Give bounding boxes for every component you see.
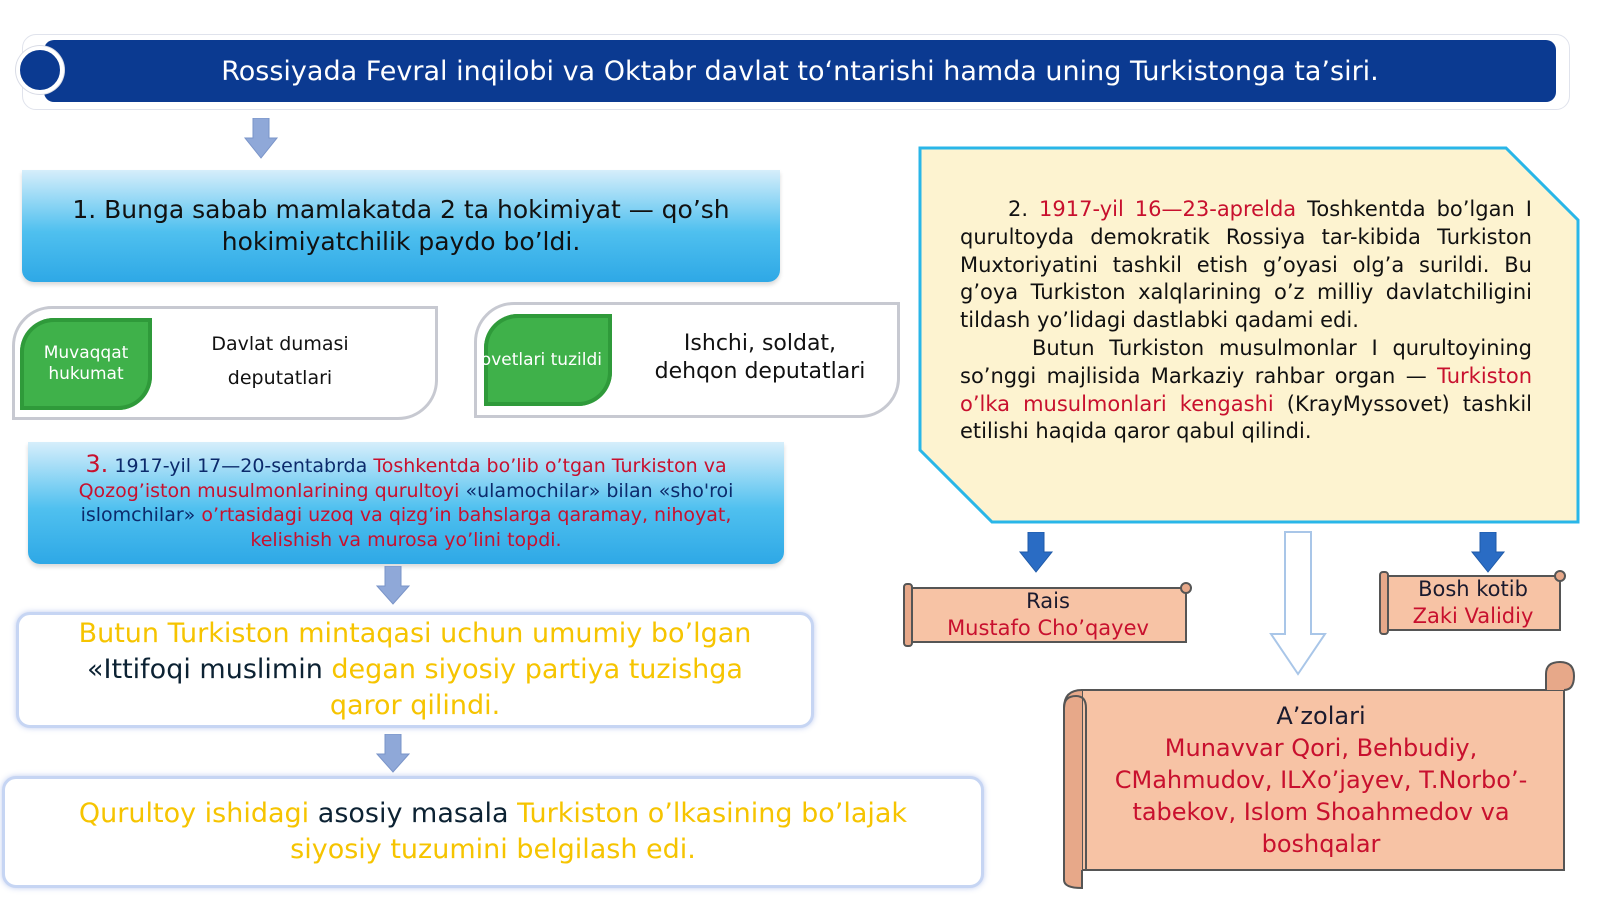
third-congress-box: 3. 1917-yil 17—20-sentabrda Toshkentda b…	[28, 442, 784, 564]
third-red-text-1: Toshkentda bo’lib o’tgan Turkiston va Qo…	[78, 455, 727, 502]
duma-line1: Davlat dumasi	[211, 333, 349, 355]
muvaqqat-hukumat-badge: Muvaqqat hukumat	[20, 318, 152, 410]
party-text-2: degan siyosiy partiya tuzishga qaror qil…	[329, 654, 743, 721]
kotib-box: Bosh kotib Zaki Validiy	[1386, 576, 1560, 630]
sovetlari-badge: Sovetlari tuzildi	[484, 314, 612, 406]
down-arrow-icon	[1018, 532, 1054, 573]
issue-text-1: Qurultoy ishidagi	[78, 798, 310, 829]
party-name: «Ittifoqi muslimin	[87, 654, 323, 685]
issue-text-2: Turkiston o’lkasining bo’lajak siyosiy t…	[290, 798, 908, 865]
kotib-scroll-frame	[1379, 570, 1566, 635]
rais-name: Mustafo Cho’qayev	[947, 616, 1149, 640]
azolari-box: A’zolari Munavvar Qori, Behbudiy, CMahmu…	[1096, 700, 1546, 860]
third-red-text-2: o’rtasidagi uzoq va qizg’in bahslarga qa…	[201, 504, 732, 551]
deputies-label: Ishchi, soldat, dehqon deputatlari	[654, 331, 866, 384]
cause-box: 1. Bunga sabab mamlakatda 2 ta hokimiyat…	[22, 170, 780, 282]
rais-scroll-frame	[903, 582, 1192, 647]
third-mid-text: «ulamochilar» bilan «sho'roi islomchilar…	[80, 479, 734, 527]
issue-keyword: asosiy masala	[317, 798, 509, 829]
deputies-text: Ishchi, soldat, dehqon deputatlari	[640, 322, 880, 394]
kraymyssovet-name: Turkiston o’lka musulmonlari kengashi	[960, 363, 1533, 416]
autonomy-box-shape	[918, 146, 1580, 524]
down-arrow-icon	[375, 566, 411, 605]
kotib-name: Zaki Validiy	[1412, 604, 1534, 628]
autonomy-paragraph-2: Butun Turkiston musulmonlar I qurultoyin…	[960, 335, 1532, 388]
autonomy-number: 2.	[1008, 197, 1029, 221]
third-number: 3.	[85, 450, 109, 478]
title-bullet-icon	[16, 46, 64, 94]
autonomy-paragraph-2-end: (KrayMyssovet) tashkil etilishi haqida q…	[960, 391, 1532, 444]
sovetlari-label: Sovetlari tuzildi	[484, 349, 602, 370]
down-arrow-icon	[375, 734, 411, 773]
azolari-label: A’zolari	[1276, 702, 1366, 730]
page-title: Rossiyada Fevral inqilobi va Oktabr davl…	[44, 40, 1556, 102]
duma-line2: deputatlari	[227, 367, 333, 389]
muvaqqat-hukumat-label: Muvaqqat hukumat	[43, 343, 129, 384]
party-decision-box: Butun Turkiston mintaqasi uchun umumiy b…	[16, 612, 814, 728]
rais-box: Rais Mustafo Cho’qayev	[912, 588, 1184, 642]
autonomy-text: 2. 1917-yil 16—23-aprelda Toshkentda bo’…	[960, 196, 1532, 446]
duma-text: Davlat dumasi deputatlari	[160, 326, 400, 396]
party-text-1: Butun Turkiston mintaqasi uchun umumiy b…	[78, 618, 752, 649]
down-arrow-icon	[1470, 532, 1506, 573]
hollow-down-arrow-icon	[1269, 531, 1327, 676]
autonomy-date: 1917-yil 16—23-aprelda	[1039, 197, 1297, 221]
rais-label: Rais	[1026, 589, 1070, 613]
azolari-scroll-frame	[1063, 660, 1576, 890]
kotib-label: Bosh kotib	[1418, 577, 1528, 601]
autonomy-paragraph-1: Toshkentda bo’lgan I qurultoyda demokrat…	[960, 197, 1532, 333]
cause-text: 1. Bunga sabab mamlakatda 2 ta hokimiyat…	[72, 195, 730, 256]
main-issue-box: Qurultoy ishidagi asosiy masala Turkisto…	[2, 776, 984, 888]
azolari-names: Munavvar Qori, Behbudiy, CMahmudov, ILXo…	[1114, 734, 1528, 858]
third-date: 1917-yil 17—20-sentabrda	[114, 455, 368, 477]
down-arrow-icon	[243, 118, 279, 159]
